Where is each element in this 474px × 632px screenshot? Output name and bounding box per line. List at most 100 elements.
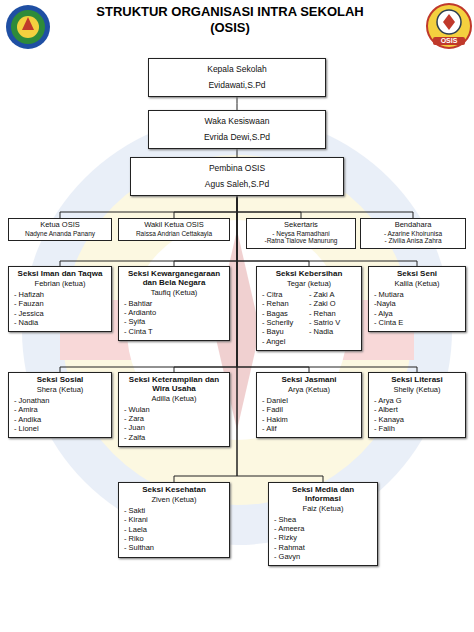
org-connector — [237, 196, 301, 218]
member-name: - Zaki O — [309, 299, 356, 308]
box-heading: Waka Kesiswaan — [153, 116, 321, 126]
member-name: - Bagas — [262, 309, 309, 318]
leader-box: Pembina OSIS Agus Saleh,S.Pd — [130, 157, 344, 196]
member-name: - Zalfa — [124, 433, 224, 442]
box-heading: Wakil Ketua OSIS — [122, 221, 226, 230]
member-name: - Nadia — [14, 318, 106, 327]
org-connector — [237, 97, 238, 110]
school-logo — [6, 5, 50, 49]
member-name: - Cinta T — [124, 327, 224, 336]
person-name: - Neysa Ramadhani — [250, 230, 352, 238]
org-connector — [237, 196, 413, 218]
member-name: - Daniel — [262, 396, 356, 405]
member-name: - Hafizah — [14, 290, 106, 299]
member-name: - Amira — [14, 405, 106, 414]
member-name: - Satrio V — [309, 318, 356, 327]
member-name: - Wulan — [124, 405, 224, 414]
box-heading: Seksi Seni — [374, 270, 460, 279]
section-box: Seksi Iman dan TaqwaFebrian (ketua) - Haf… — [8, 266, 112, 332]
member-name: - Ardianto — [124, 308, 224, 317]
member-name: - Bayu — [262, 327, 309, 336]
osis-logo — [427, 4, 471, 48]
person-name: Agus Saleh,S.Pd — [135, 179, 339, 189]
leader-name: Arya (Ketua) — [262, 385, 356, 394]
box-heading: Seksi Iman dan Taqwa — [14, 270, 106, 279]
box-heading: Ketua OSIS — [12, 221, 108, 230]
person-name: - Zivilia Anisa Zahra — [364, 237, 462, 245]
leader-name: Taufiq (Ketua) — [124, 288, 224, 297]
leader-name: Faiz (Ketua) — [274, 504, 372, 513]
org-connector — [237, 149, 238, 157]
org-connector — [60, 196, 237, 218]
member-name: - Hakim — [262, 415, 356, 424]
member-list: - Daniel- Fadil- Hakim- Alif — [262, 396, 356, 434]
section-box: Seksi SeniKalila (Ketua)- Mutiara-Nayla-… — [368, 266, 466, 332]
member-name: - Angel — [262, 337, 309, 346]
person-name: Nadyne Ananda Panany — [12, 230, 108, 238]
member-name: - Zaki A — [309, 290, 356, 299]
box-heading: Pembina OSIS — [135, 163, 339, 173]
member-name: - Juan — [124, 423, 224, 432]
box-heading: Seksi Kesehatan — [124, 486, 224, 495]
member-name: - Fadil — [262, 405, 356, 414]
member-name: - Ameera — [274, 524, 372, 533]
person-name: Raissa Andrian Cettakayla — [122, 230, 226, 238]
member-list: - Wulan- Zara- Juan- Zalfa — [124, 405, 224, 443]
logo-label: OSIS — [433, 37, 465, 45]
leader-box: Kepala SekolahEvidawati,S.Pd — [148, 58, 326, 97]
member-name: - Nadia — [309, 327, 356, 336]
section-box: Seksi KesehatanZiven (Ketua)- Sakti- Kir… — [118, 482, 230, 558]
member-name: - Riko — [124, 534, 224, 543]
officer-box: Wakil Ketua OSISRaissa Andrian Cettakayl… — [118, 218, 230, 241]
member-name: - Zara — [124, 414, 224, 423]
member-name: - Mutiara — [374, 290, 460, 299]
leader-box: Waka KesiswaanEvrida Dewi,S.Pd — [148, 110, 326, 149]
member-name: - Jessica — [14, 309, 106, 318]
person-name: -Ratna Tialove Manurung — [250, 237, 352, 245]
member-name: - Andika — [14, 415, 106, 424]
member-name: - Fauzan — [14, 299, 106, 308]
section-box: Seksi JasmaniArya (Ketua) - Daniel- Fadil… — [256, 372, 362, 438]
box-heading: Seksi Sosial — [14, 376, 106, 385]
section-box: Seksi Keterampilan dan Wira UsahaAdilla … — [118, 372, 230, 447]
org-connector — [174, 196, 237, 218]
member-name: - Laela — [124, 525, 224, 534]
member-name: - Bahtiar — [124, 299, 224, 308]
leader-name: Tegar (ketua) — [262, 279, 356, 288]
member-list: - Hafizah- Fauzan- Jessica- Nadia — [14, 290, 106, 328]
person-name: - Azarine Khoirunisa — [364, 230, 462, 238]
member-name: - Alya — [374, 309, 460, 318]
member-name: - Sulthan — [124, 543, 224, 552]
officer-box: Ketua OSISNadyne Ananda Panany — [8, 218, 112, 241]
section-box: Seksi SosialShera (Ketua)- Jonathan- Ami… — [8, 372, 112, 438]
officer-box: Sekertaris- Neysa Ramadhani-Ratna Tialov… — [246, 218, 356, 249]
leader-name: Shelly (Ketua) — [374, 385, 460, 394]
person-name: Evidawati,S.Pd — [153, 80, 321, 90]
member-name: - Citra — [262, 290, 309, 299]
member-name: - Rizky — [274, 533, 372, 542]
box-heading: Seksi Jasmani — [262, 376, 356, 385]
section-box: Seksi Kewarganegaraan dan Bela NegaraTau… — [118, 266, 230, 341]
chart-title: STRUKTUR ORGANISASI INTRA SEKOLAH (OSIS) — [80, 4, 380, 35]
leader-name: Febrian (ketua) — [14, 279, 106, 288]
member-name: - Jonathan — [14, 396, 106, 405]
member-name: - Rehan — [309, 309, 356, 318]
member-name: - Sakti — [124, 506, 224, 515]
member-list: - Mutiara-Nayla- Alya- Cinta E — [374, 290, 460, 328]
member-list: - Sakti- Kirani- Laela- Riko- Sulthan — [124, 506, 224, 553]
box-heading: Seksi Keterampilan dan Wira Usaha — [124, 376, 224, 394]
person-name: Evrida Dewi,S.Pd — [153, 132, 321, 142]
member-name: - Rahmat — [274, 543, 372, 552]
member-name: - Albert — [374, 405, 460, 414]
box-heading: Kepala Sekolah — [153, 64, 321, 74]
member-name: - Rehan — [262, 299, 309, 308]
member-list: - Citra- Rehan- Bagas- Scherlly- Bayu- A… — [262, 290, 356, 346]
member-list: - Bahtiar- Ardianto- Syifa- Cinta T — [124, 299, 224, 337]
member-name: - Shea — [274, 515, 372, 524]
member-name: - Kanaya — [374, 415, 460, 424]
member-list: - Jonathan- Amira- Andika- Lionel — [14, 396, 106, 434]
section-box: Seksi Media dan InformasiFaiz (Ketua)- S… — [268, 482, 378, 566]
box-heading: Seksi Kebersihan — [262, 270, 356, 279]
member-list: - Arya G- Albert- Kanaya- Falih — [374, 396, 460, 434]
